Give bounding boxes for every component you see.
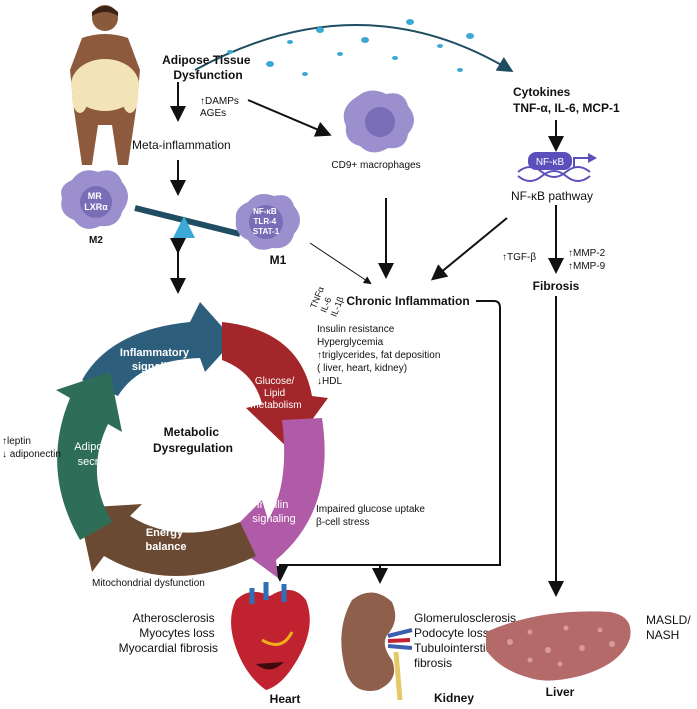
energy-label: Energy balance xyxy=(146,527,187,553)
liver-illustration xyxy=(486,611,631,681)
meta-inflammation-label: Meta-inflammation xyxy=(132,138,231,152)
insulin-label: Insulin signaling xyxy=(252,499,295,525)
m2-markers: MR LXRα xyxy=(84,191,108,212)
segment-glucose-lipid xyxy=(222,322,328,450)
metabolic-cycle xyxy=(56,302,328,578)
cd9-label: CD9+ macrophages xyxy=(331,160,420,171)
fibrosis-label: Fibrosis xyxy=(533,279,580,293)
chronic-inflammation-label: Chronic Inflammation xyxy=(346,294,469,308)
m1-markers: NF-κB TLR-4 STAT-1 xyxy=(253,207,280,236)
kidney-effects-list: Glomerulosclerosis Podocyte loss Tubuloi… xyxy=(414,611,519,670)
tgf-label: ↑TGF-β xyxy=(502,252,536,263)
m2-label: M2 xyxy=(89,235,103,246)
mitochondrial-label: Mitochondrial dysfunction xyxy=(92,578,205,589)
glucose-effects-list: Insulin resistance Hyperglycemia ↑trigly… xyxy=(317,324,443,387)
arrow-m1-chronic xyxy=(309,242,372,285)
heart-effects-list: Atherosclerosis Myocytes loss Myocardial… xyxy=(119,611,218,655)
cytokine-arc-arrow xyxy=(194,24,514,73)
segment-insulin-signaling xyxy=(224,418,325,578)
obese-person-illustration xyxy=(70,5,140,165)
cd9-macrophage-icon xyxy=(343,90,414,153)
cytokines-title: Cytokines TNF-α, IL-6, MCP-1 xyxy=(513,85,620,115)
insulin-effects-list: Impaired glucose uptake β-cell stress xyxy=(316,504,428,528)
kidney-illustration xyxy=(341,592,413,701)
segment-adipokine-secretion xyxy=(56,372,122,540)
arrow-chronic-heart xyxy=(272,300,501,582)
arrow-damps-cd9 xyxy=(247,99,332,137)
glucose-label: Glucose/ Lipid metabolism xyxy=(250,376,301,411)
m1-macrophage-icon xyxy=(235,194,300,250)
arrow-nfkb-chronic xyxy=(430,217,508,281)
liver-effects-list: MASLD/ NASH xyxy=(646,613,694,642)
damps-text: ↑DAMPs AGEs xyxy=(200,96,242,119)
cytokine-dots xyxy=(227,19,474,76)
nfkb-icon xyxy=(517,152,597,182)
kidney-label: Kidney xyxy=(434,691,474,705)
nfkb-pathway-label: NF-κB pathway xyxy=(511,189,593,203)
nfkb-box-label: NF-κB xyxy=(536,157,565,168)
heart-illustration xyxy=(231,582,310,690)
leptin-text: ↑leptin ↓ adiponectin xyxy=(2,436,61,460)
adipokine-label: Adipokine secretion xyxy=(74,441,125,468)
balance-fulcrum xyxy=(173,216,195,238)
mmp-labels: ↑MMP-2 ↑MMP-9 xyxy=(568,248,608,272)
liver-label: Liver xyxy=(546,685,575,699)
segment-energy-balance xyxy=(78,504,256,576)
adipose-title: Adipose Tissue Dysfunction xyxy=(162,53,254,82)
m2-macrophage-icon xyxy=(61,170,128,229)
heart-label: Heart xyxy=(270,692,301,706)
cycle-center-label: Metabolic Dysregulation xyxy=(153,425,233,455)
m1-cytokine-labels: TNFα IL-6 IL-1β xyxy=(308,283,347,318)
m1-label: M1 xyxy=(270,253,287,267)
balance-beam xyxy=(134,205,241,237)
segment-inflammatory-signaling xyxy=(82,302,234,396)
inflammatory-label: Inflammatory signaling xyxy=(120,347,192,373)
